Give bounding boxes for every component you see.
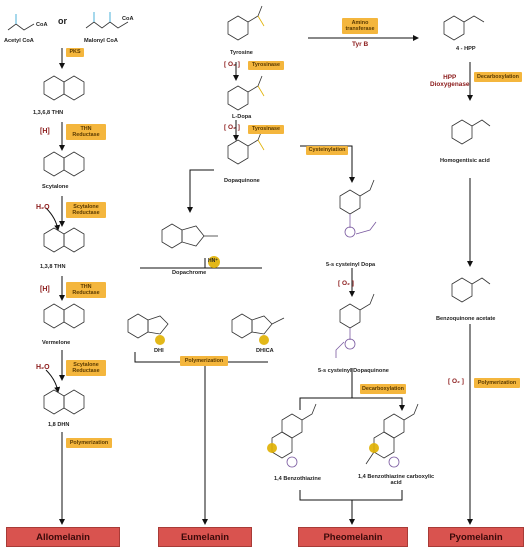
cysteinyl-dopaquinone-structure [335, 293, 375, 358]
final-pyomelanin: Pyomelanin [428, 527, 524, 547]
pheomelanin-bracket [299, 490, 403, 501]
coa-label-2: CoA [122, 16, 134, 22]
arrow-to-dopachrome [187, 169, 214, 213]
hn-marker [208, 256, 220, 268]
scytalone-structure [43, 151, 85, 177]
molecule-structures [7, 5, 491, 465]
scytalone-label: Scytalone [42, 184, 69, 190]
thn-138-label: 1,3,8 THN [40, 264, 66, 270]
dhi-structure [127, 313, 169, 339]
benzothiazine-acid-s-marker [388, 456, 400, 468]
dhn-structure [43, 389, 85, 415]
final-eumelanin: Eumelanin [158, 527, 252, 547]
cofactor-o2-pheo: [ O₂ ] [338, 280, 354, 287]
benzothiazine-acid-structure [365, 403, 419, 465]
l-dopa-label: L-Dopa [232, 114, 252, 120]
acetyl-coa-structure [7, 23, 35, 31]
arrow-dopachrome-split [140, 258, 262, 269]
dhn-label: 1,8 DHN [48, 422, 70, 428]
dhi-label: DHI [154, 348, 164, 354]
enzyme-polymerization-allo: Polymerization [66, 438, 112, 448]
arrow-h2o-2 [45, 369, 61, 393]
arrow-h2o-1 [45, 207, 61, 231]
cofactor-o2-1: [ O₂ ] [224, 61, 240, 68]
enzyme-polymerization-eu: Polymerization [180, 356, 228, 366]
enzyme-decarboxylation-pyo: Decarboxylation [474, 72, 522, 82]
cofactor-h-1: [H] [40, 128, 50, 135]
enzyme-scytalone-reductase-2: Scytalone Reductase [66, 360, 106, 376]
tyrosine-structure [227, 5, 265, 41]
tyrosine-label: Tyrosine [230, 50, 253, 56]
pathway-arrows [45, 35, 473, 525]
homogentisic-structure [451, 119, 491, 145]
final-allomelanin: Allomelanin [6, 527, 120, 547]
homogentisic-label: Homogentisic acid [440, 158, 490, 164]
enzyme-decarboxylation-pheo: Decarboxylation [360, 384, 406, 394]
cofactor-h-2: [H] [40, 286, 50, 293]
enzyme-thn-reductase-1: THN Reductase [66, 124, 106, 140]
malonyl-coa-label: Malonyl CoA [84, 38, 118, 44]
thn-1368-label: 1,3,6,8 THN [33, 110, 64, 116]
vermelone-label: Vermelone [42, 340, 71, 346]
dopachrome-structure [161, 223, 218, 249]
enzyme-tyrosinase-2: Tyrosinase [248, 125, 284, 134]
tyr-b-label: Tyr B [352, 41, 369, 48]
enzyme-scytalone-reductase-1: Scytalone Reductase [66, 202, 106, 218]
thn-138-structure [43, 227, 85, 253]
benzothiazine-label: 1,4 Benzothiazine [274, 476, 321, 482]
acetyl-coa-label: Acetyl CoA [4, 38, 34, 44]
or-label: or [58, 16, 67, 26]
cofactor-h2o-1: H₂O [36, 204, 50, 211]
cofactor-h2o-2: H₂O [36, 364, 50, 371]
arrow-decarboxylation-split [299, 368, 402, 410]
enzyme-tyrosinase-1: Tyrosinase [248, 61, 284, 70]
dhica-nh-marker [259, 335, 269, 345]
benzothiazine-s-marker [286, 456, 298, 468]
cysteinyl-dopaquinone-label: 5-s cysteinyl Dopaquinone [318, 368, 389, 374]
dopaquinone-label: Dopaquinone [224, 178, 260, 184]
benzothiazine-acid-label: 1,4 Benzothiazine carboxylic acid [358, 474, 435, 487]
benzoquinone-label: Benzoquinone acetate [436, 316, 496, 322]
cysteinyl-dopa-s-marker [344, 226, 356, 238]
vermelone-structure [43, 303, 85, 329]
hpp-label: 4 - HPP [456, 46, 476, 52]
benzothiazine-acid-nh-marker [369, 443, 379, 453]
cysteinyl-dopa-label: 5-s cysteinyl Dopa [326, 262, 376, 268]
enzyme-thn-reductase-2: THN Reductase [66, 282, 106, 298]
enzyme-pks: PKS [66, 48, 84, 57]
cysteinyl-dopaquinone-s-marker [344, 338, 356, 350]
coa-label-1: CoA [36, 22, 48, 28]
enzyme-polymerization-pyo: Polymerization [474, 378, 520, 388]
dhi-nh-marker [155, 335, 165, 345]
hn-plus-label: HN⁺ [208, 258, 218, 264]
dopachrome-label: Dopachrome [172, 270, 207, 276]
final-pheomelanin: Pheomelanin [298, 527, 408, 547]
cofactor-o2-2: [ O₂ ] [224, 124, 240, 131]
benzothiazine-structure [271, 403, 317, 459]
dhica-structure [231, 313, 285, 339]
enzyme-cysteinylation: Cysteinylation [306, 146, 348, 155]
dhica-label: DHICA [256, 348, 274, 354]
hpp-dioxygenase-label: HPP Dioxygenase [430, 74, 470, 89]
enzyme-amino-transferase: Amino transferase [342, 18, 378, 34]
thn-1368-structure [43, 75, 85, 101]
dopaquinone-structure [227, 129, 265, 165]
benzothiazine-nh-marker [267, 443, 277, 453]
cysteinyl-dopa-structure [339, 179, 377, 235]
malonyl-coa-structure [85, 21, 129, 29]
l-dopa-structure [227, 75, 265, 111]
hpp-structure [443, 15, 485, 41]
benzoquinone-structure [451, 277, 491, 303]
cofactor-o2-pyo: [ O₂ ] [448, 378, 464, 385]
